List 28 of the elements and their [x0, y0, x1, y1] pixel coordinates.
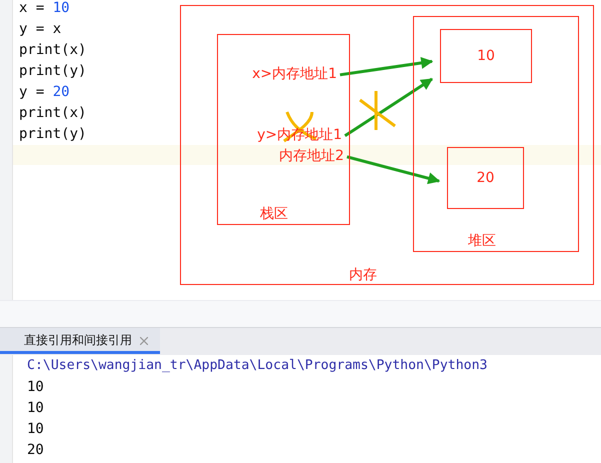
code-line: print(y)	[19, 63, 86, 79]
arrow	[340, 57, 434, 76]
console-output: 10	[27, 379, 44, 395]
area-label: 堆区	[468, 233, 496, 249]
value-box	[447, 147, 524, 209]
memory-box	[180, 5, 594, 285]
console-output: 10	[27, 421, 44, 437]
value-box	[440, 29, 532, 83]
code-line: print(y)	[19, 126, 86, 142]
value-text: 20	[476, 169, 496, 188]
address-label: 内存地址2	[279, 148, 344, 164]
code-line: x = 10	[19, 0, 70, 16]
console-path: C:\Users\wangjian_tr\AppData\Local\Programs\Python\Python3	[27, 358, 488, 374]
code-line: y = x	[19, 21, 62, 37]
console-output: 20	[27, 442, 44, 458]
code-line: print(x)	[19, 42, 86, 58]
code-line: y = 20	[19, 84, 70, 100]
value-text: 10	[476, 47, 496, 66]
area-label: 内存	[349, 267, 377, 283]
console-output: 10	[27, 400, 44, 416]
tab-title: 直接引用和间接引用	[24, 332, 132, 349]
heap-box	[413, 16, 579, 252]
code-line: print(x)	[19, 105, 86, 121]
stack-box	[217, 34, 350, 225]
address-label: x>内存地址1	[252, 66, 337, 82]
area-label: 栈区	[260, 206, 288, 222]
arrow	[344, 78, 433, 138]
arrow	[346, 155, 440, 184]
